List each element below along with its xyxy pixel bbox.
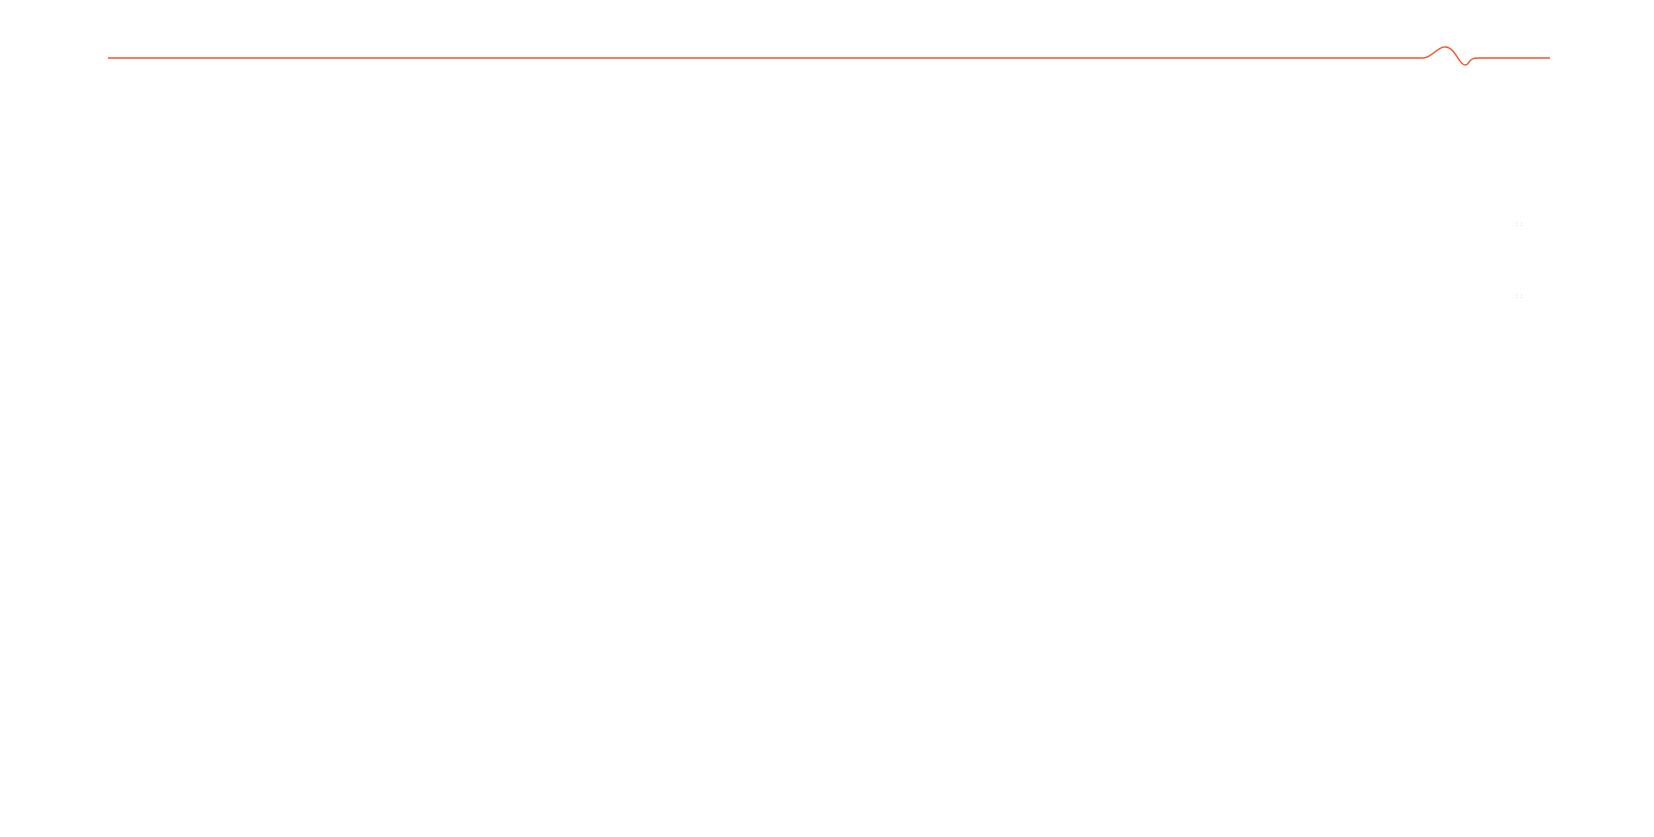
side-marker-top: ::: [1515, 221, 1525, 228]
side-marker-bottom: ::: [1515, 293, 1525, 300]
side-marker-group: :: ::: [1515, 222, 1535, 302]
header-wave-divider: [108, 46, 1550, 66]
